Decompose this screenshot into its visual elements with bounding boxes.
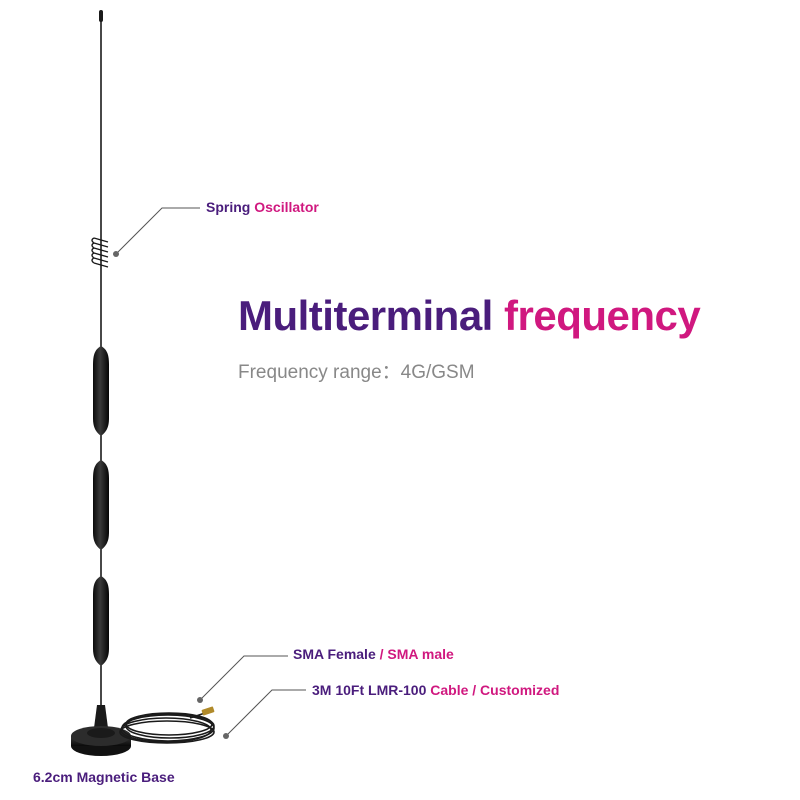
cable-label-part1: 3M 10Ft LMR-100 bbox=[312, 682, 431, 698]
frequency-range-label: Frequency range： bbox=[238, 362, 401, 383]
headline-part1: Multiterminal bbox=[238, 292, 493, 339]
spring-leader-line bbox=[115, 207, 200, 255]
frequency-range-value: 4G/GSM bbox=[400, 362, 475, 383]
cable-leader-dot bbox=[223, 733, 229, 739]
antenna-tip bbox=[99, 10, 103, 22]
spring-label-part2: Oscillator bbox=[254, 199, 319, 215]
coil-body-1 bbox=[93, 346, 109, 436]
coil-body-3 bbox=[93, 576, 109, 666]
coil-body-2 bbox=[93, 460, 109, 550]
base-label-part1: 6.2cm bbox=[33, 769, 77, 785]
cable-label-part2: Cable / Customized bbox=[430, 682, 560, 698]
magnetic-base-label: 6.2cm Magnetic Base bbox=[33, 769, 175, 785]
magnetic-base bbox=[71, 705, 131, 756]
cable-label: 3M 10Ft LMR-100 Cable / Customized bbox=[312, 682, 559, 698]
sma-label-part1: SMA Female bbox=[293, 646, 380, 662]
headline-part2: frequency bbox=[504, 292, 701, 339]
coiled-cable bbox=[119, 711, 215, 744]
headline: Multiterminal frequency bbox=[238, 292, 701, 340]
spring-leader-dot bbox=[113, 251, 119, 257]
spring-coil bbox=[91, 237, 109, 268]
cable-leader-line bbox=[225, 689, 306, 737]
spring-label-part1: Spring bbox=[206, 199, 255, 215]
spring-oscillator-label: Spring Oscillator bbox=[206, 199, 319, 215]
base-label-part2: Magnetic Base bbox=[76, 769, 175, 785]
sma-label-part2: / SMA male bbox=[379, 646, 454, 662]
sma-leader-line bbox=[199, 655, 288, 701]
sma-connector-label: SMA Female / SMA male bbox=[293, 646, 454, 662]
frequency-range-line: Frequency range：4G/GSM bbox=[238, 357, 475, 384]
sma-connector bbox=[201, 706, 215, 716]
sma-leader-dot bbox=[197, 697, 203, 703]
